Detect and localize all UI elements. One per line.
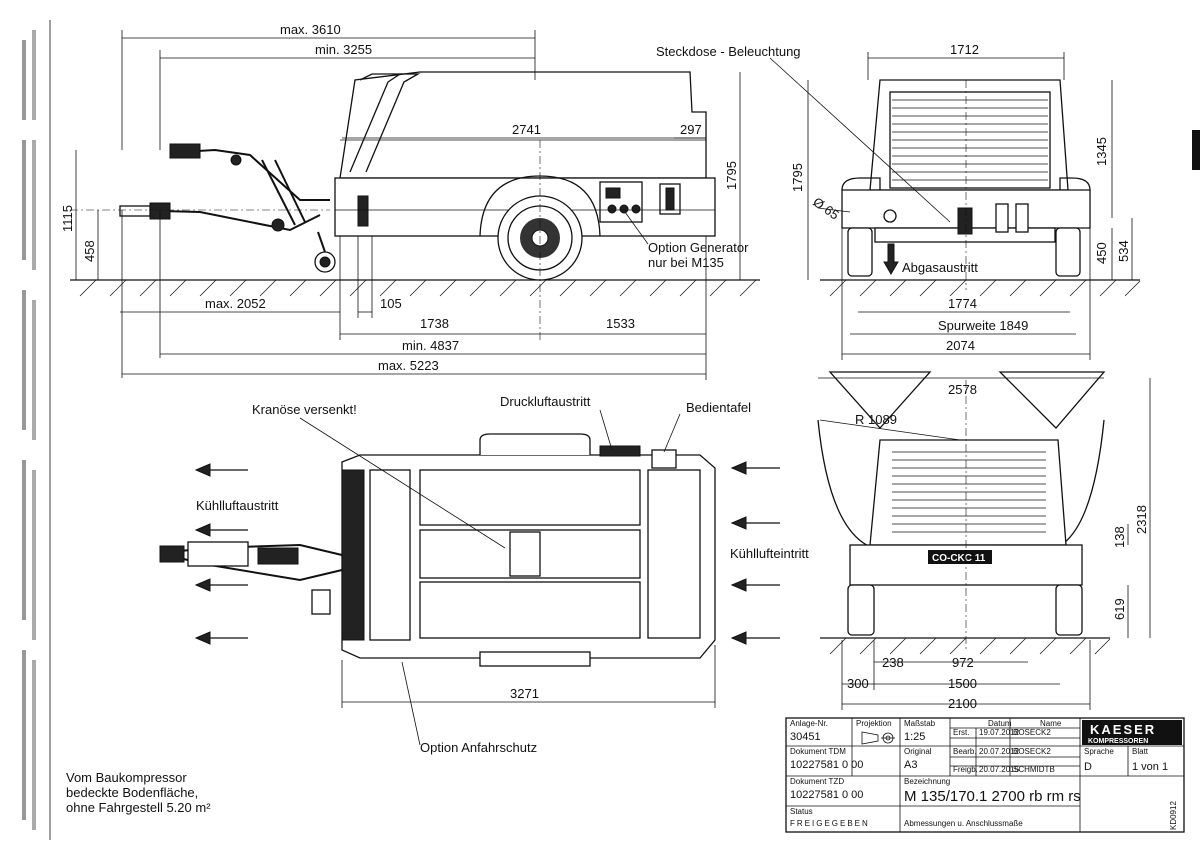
label-exhaust: Abgasaustritt bbox=[902, 260, 978, 275]
dim-1500: 1500 bbox=[948, 676, 977, 691]
label-cooling-air-out: Kühlluftaustritt bbox=[196, 498, 279, 513]
dim-max-5223: max. 5223 bbox=[378, 358, 439, 373]
dim-2074: 2074 bbox=[946, 338, 975, 353]
dim-534: 534 bbox=[1116, 240, 1131, 262]
tb-h-projektion: Projektion bbox=[856, 719, 892, 728]
dim-2318: 2318 bbox=[1134, 505, 1149, 534]
dim-rear-1795: 1795 bbox=[790, 163, 805, 192]
tb-erst-datum: 19.07.2012 bbox=[979, 728, 1020, 737]
dim-450: 450 bbox=[1094, 242, 1109, 264]
dim-2578: 2578 bbox=[948, 382, 977, 397]
dim-619: 619 bbox=[1112, 598, 1127, 620]
label-option-generator-m135: nur bei M135 bbox=[648, 255, 724, 270]
edge-marker bbox=[1192, 130, 1200, 170]
dim-track-1849: Spurweite 1849 bbox=[938, 318, 1028, 333]
footnote-line3: ohne Fahrgestell 5.20 m² bbox=[66, 800, 211, 815]
dim-max-2052: max. 2052 bbox=[205, 296, 266, 311]
dim-min-3255: min. 3255 bbox=[315, 42, 372, 57]
dim-3271: 3271 bbox=[510, 686, 539, 701]
tb-massstab: 1:25 bbox=[904, 731, 925, 743]
tb-sheet-code: KD0912 bbox=[1169, 801, 1178, 830]
tb-anlage: 30451 bbox=[790, 731, 821, 743]
top-view: Kühlluftaustritt Kühllufteintritt Kranös… bbox=[159, 394, 809, 755]
dim-2100: 2100 bbox=[948, 696, 977, 711]
brand-kompressoren: KOMPRESSOREN bbox=[1088, 738, 1148, 745]
tb-h-bezeichnung: Bezeichnung bbox=[904, 777, 950, 786]
label-option-generator: Option Generator bbox=[648, 240, 749, 255]
tb-bearb: Bearb. bbox=[953, 747, 977, 756]
tb-blatt: 1 von 1 bbox=[1132, 761, 1168, 773]
tb-h-status: Status bbox=[790, 807, 813, 816]
tb-freig-datum: 20.07.2015 bbox=[979, 765, 1020, 774]
rear-view-open: CO-CKC 11 2578 R 1089 2318 138 619 238 9… bbox=[817, 371, 1151, 711]
tb-bearb-datum: 20.07.2012 bbox=[979, 747, 1020, 756]
tb-h-name: Name bbox=[1040, 719, 1062, 728]
dim-1345: 1345 bbox=[1094, 137, 1109, 166]
tb-freig-name: SCHMIDTB bbox=[1013, 765, 1055, 774]
tb-h-massstab: Maßstab bbox=[904, 719, 936, 728]
tb-doc-tzd: 10227581 0 00 bbox=[790, 789, 863, 801]
label-crane-eye: Kranöse versenkt! bbox=[252, 402, 357, 417]
dim-458: 458 bbox=[82, 240, 97, 262]
dim-r1089: R 1089 bbox=[855, 412, 897, 427]
tb-sprache: D bbox=[1084, 761, 1092, 773]
tb-h-doc-tzd: Dokument TZD bbox=[790, 777, 844, 786]
tb-original: A3 bbox=[904, 759, 917, 771]
label-socket-lighting: Steckdose - Beleuchtung bbox=[656, 44, 801, 59]
dim-1115: 1115 bbox=[60, 205, 75, 232]
label-compressed-air-outlet: Druckluftaustritt bbox=[500, 394, 591, 409]
dim-138: 138 bbox=[1112, 526, 1127, 548]
tb-bezeichnung-sub: Abmessungen u. Anschlussmaße bbox=[904, 819, 1023, 828]
rear-view: Abgasaustritt Steckdose - Beleuchtung Ø … bbox=[656, 42, 1141, 360]
margin-notes bbox=[22, 20, 51, 840]
dim-297: 297 bbox=[680, 122, 702, 137]
projection-symbol-icon bbox=[861, 731, 895, 745]
dim-1533: 1533 bbox=[606, 316, 635, 331]
dim-238: 238 bbox=[882, 655, 904, 670]
dim-300: 300 bbox=[847, 676, 869, 691]
footnote-line2: bedeckte Bodenfläche, bbox=[66, 785, 198, 800]
tb-bearb-name: BOSECK2 bbox=[1013, 747, 1051, 756]
arrows-cooling-in bbox=[730, 461, 780, 645]
footnote: Vom Baukompressor bedeckte Bodenfläche, … bbox=[66, 770, 211, 815]
label-cooling-air-in: Kühllufteintritt bbox=[730, 546, 809, 561]
dim-105: 105 bbox=[380, 296, 402, 311]
tb-h-anlage: Anlage-Nr. bbox=[790, 719, 828, 728]
dim-972: 972 bbox=[952, 655, 974, 670]
tb-h-sprache: Sprache bbox=[1084, 747, 1114, 756]
title-block: Anlage-Nr. 30451 Projektion Maßstab 1:25… bbox=[785, 717, 1185, 833]
dim-1774: 1774 bbox=[948, 296, 977, 311]
dim-2741: 2741 bbox=[512, 122, 541, 137]
tb-h-blatt: Blatt bbox=[1132, 747, 1149, 756]
tb-erst: Erst. bbox=[953, 728, 969, 737]
dim-d65: Ø 65 bbox=[810, 194, 842, 222]
license-plate: CO-CKC 11 bbox=[932, 553, 986, 564]
dim-max-3610: max. 3610 bbox=[280, 22, 341, 37]
tb-h-original: Original bbox=[904, 747, 932, 756]
brand-kaeser: KAESER bbox=[1090, 722, 1156, 737]
tb-bezeichnung: M 135/170.1 2700 rb rm rs bbox=[904, 788, 1081, 805]
dim-1795: 1795 bbox=[724, 161, 739, 190]
dim-1712: 1712 bbox=[950, 42, 979, 57]
tb-freig: Freigb. bbox=[953, 765, 978, 774]
footnote-line1: Vom Baukompressor bbox=[66, 770, 187, 785]
dim-1738: 1738 bbox=[420, 316, 449, 331]
dim-min-4837: min. 4837 bbox=[402, 338, 459, 353]
tb-erst-name: BOSECK2 bbox=[1013, 728, 1051, 737]
tb-status: FREIGEGEBEN bbox=[790, 819, 870, 828]
tb-h-doc-tdm: Dokument TDM bbox=[790, 747, 846, 756]
tb-h-datum: Datum bbox=[988, 719, 1012, 728]
label-control-panel: Bedientafel bbox=[686, 400, 751, 415]
side-view: max. 3610 min. 3255 2741 297 1795 1115 4… bbox=[60, 22, 760, 380]
arrows-cooling-out bbox=[194, 463, 248, 645]
tb-doc-tdm: 10227581 0 00 bbox=[790, 759, 863, 771]
label-collision-guard: Option Anfahrschutz bbox=[420, 740, 537, 755]
